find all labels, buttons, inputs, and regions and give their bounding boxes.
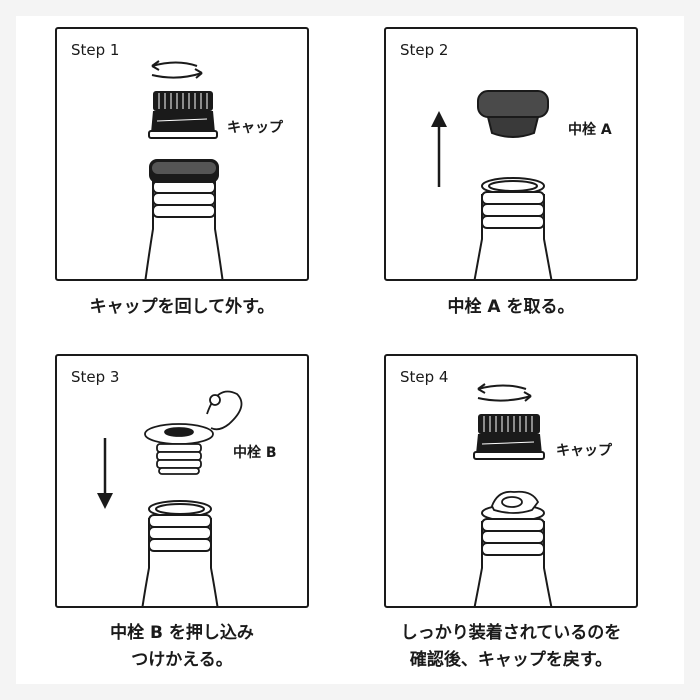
caption-line: 中栓 B を押し込み bbox=[110, 623, 254, 643]
step-2-caption: 中栓 A を取る。 bbox=[384, 294, 638, 321]
step-1-panel: Step 1 キャップ bbox=[55, 27, 309, 281]
step-4-panel: Step 4 キャップ bbox=[384, 354, 638, 608]
step-3-panel: Step 3 中栓 B bbox=[55, 354, 309, 608]
part-label: キャップ bbox=[556, 443, 612, 459]
stopper-a-icon bbox=[477, 90, 549, 138]
step-1-caption: キャップを回して外す。 bbox=[55, 294, 309, 321]
step-label: Step 3 bbox=[71, 368, 120, 386]
part-label: キャップ bbox=[227, 120, 283, 136]
bottle-icon bbox=[144, 179, 224, 279]
down-arrow-icon bbox=[97, 438, 113, 509]
step-label: Step 4 bbox=[400, 368, 449, 386]
part-label: 中栓 A bbox=[568, 122, 612, 138]
stopper-b-icon bbox=[144, 390, 243, 475]
part-label: 中栓 B bbox=[233, 445, 277, 461]
up-arrow-icon bbox=[431, 111, 447, 187]
step-label: Step 1 bbox=[71, 41, 120, 59]
caption-line: 中栓 A を取る。 bbox=[447, 297, 575, 317]
caption-line: しっかり装着されているのを bbox=[400, 623, 622, 643]
stopper-b-icon bbox=[491, 490, 540, 514]
rotate-arrows-icon bbox=[151, 60, 203, 79]
step-2-panel: Step 2 中栓 A bbox=[384, 27, 638, 281]
step-3-caption: 中栓 B を押し込み つけかえる。 bbox=[55, 620, 309, 674]
bottle-icon bbox=[473, 177, 553, 279]
caption-line: 確認後、キャップを戻す。 bbox=[409, 650, 613, 670]
bottle-icon bbox=[141, 500, 219, 606]
caption-line: キャップを回して外す。 bbox=[89, 297, 275, 317]
cap-icon bbox=[473, 414, 545, 460]
step-label: Step 2 bbox=[400, 41, 449, 59]
cap-icon bbox=[148, 91, 218, 139]
caption-line: つけかえる。 bbox=[131, 650, 233, 670]
stopper-a-icon bbox=[149, 159, 219, 183]
bottle-icon bbox=[473, 504, 553, 606]
rotate-arrows-icon bbox=[477, 383, 532, 402]
step-4-caption: しっかり装着されているのを 確認後、キャップを戻す。 bbox=[384, 620, 638, 674]
